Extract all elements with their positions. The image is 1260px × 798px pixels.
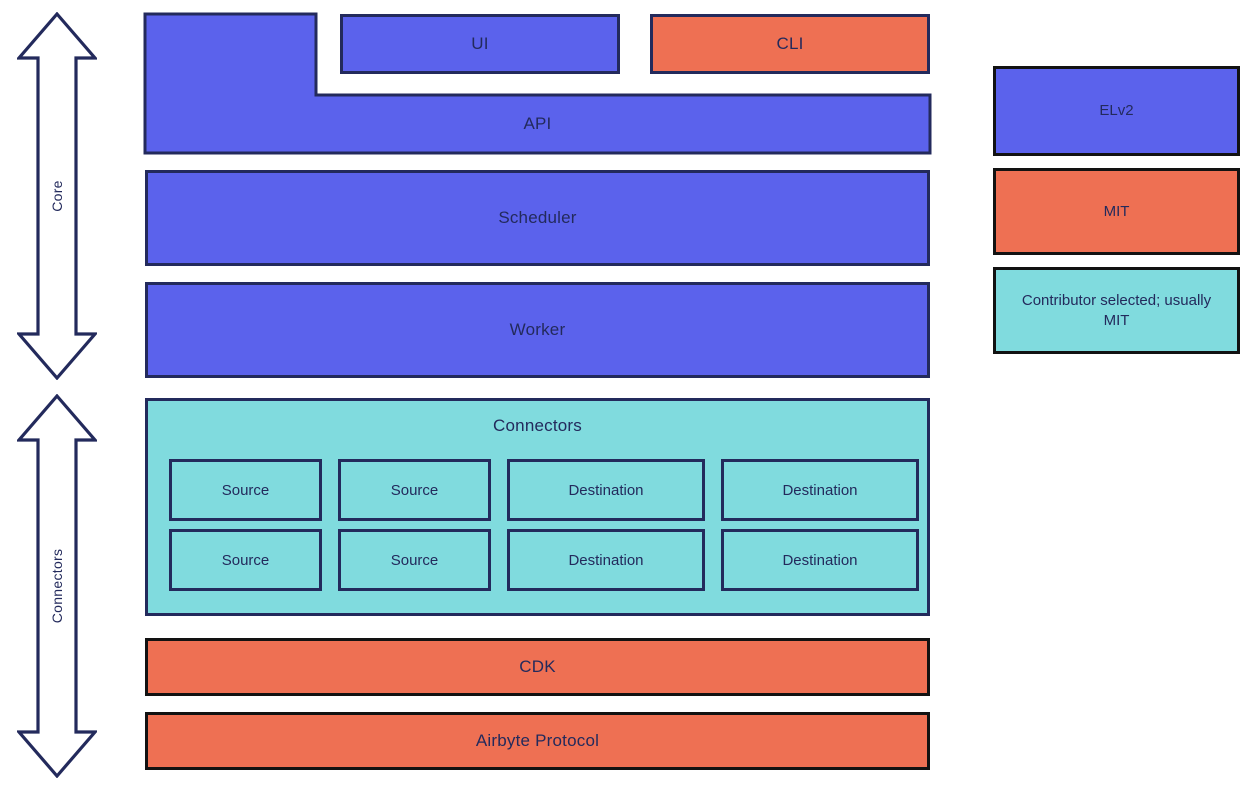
connectors-double-arrow-icon (17, 394, 97, 778)
airbyte-protocol-block: Airbyte Protocol (145, 712, 930, 770)
worker-block: Worker (145, 282, 930, 378)
source-connector-cell: Source (338, 459, 491, 521)
source-connector-cell: Source (169, 529, 322, 591)
connector-row-1: Source Source Destination Destination (169, 459, 919, 521)
destination-connector-cell: Destination (721, 529, 919, 591)
ui-block: UI (340, 14, 620, 74)
destination-connector-cell: Destination (721, 459, 919, 521)
core-group-label: Core (49, 180, 65, 212)
destination-connector-cell: Destination (507, 529, 705, 591)
connectors-block: Connectors Source Source Destination Des… (145, 398, 930, 616)
connectors-group-label: Connectors (49, 548, 65, 624)
api-block-shape (143, 12, 932, 155)
core-double-arrow-icon (17, 12, 97, 380)
cli-block: CLI (650, 14, 930, 74)
scheduler-block: Scheduler (145, 170, 930, 266)
legend-item-elv2: ELv2 (993, 66, 1240, 156)
source-connector-cell: Source (169, 459, 322, 521)
cdk-block: CDK (145, 638, 930, 696)
destination-connector-cell: Destination (507, 459, 705, 521)
source-connector-cell: Source (338, 529, 491, 591)
legend-item-mit: MIT (993, 168, 1240, 255)
connectors-block-title: Connectors (493, 416, 582, 435)
legend-item-contributor: Contributor selected; usually MIT (993, 267, 1240, 354)
connector-row-2: Source Source Destination Destination (169, 529, 919, 591)
api-block-label: API (523, 114, 552, 133)
